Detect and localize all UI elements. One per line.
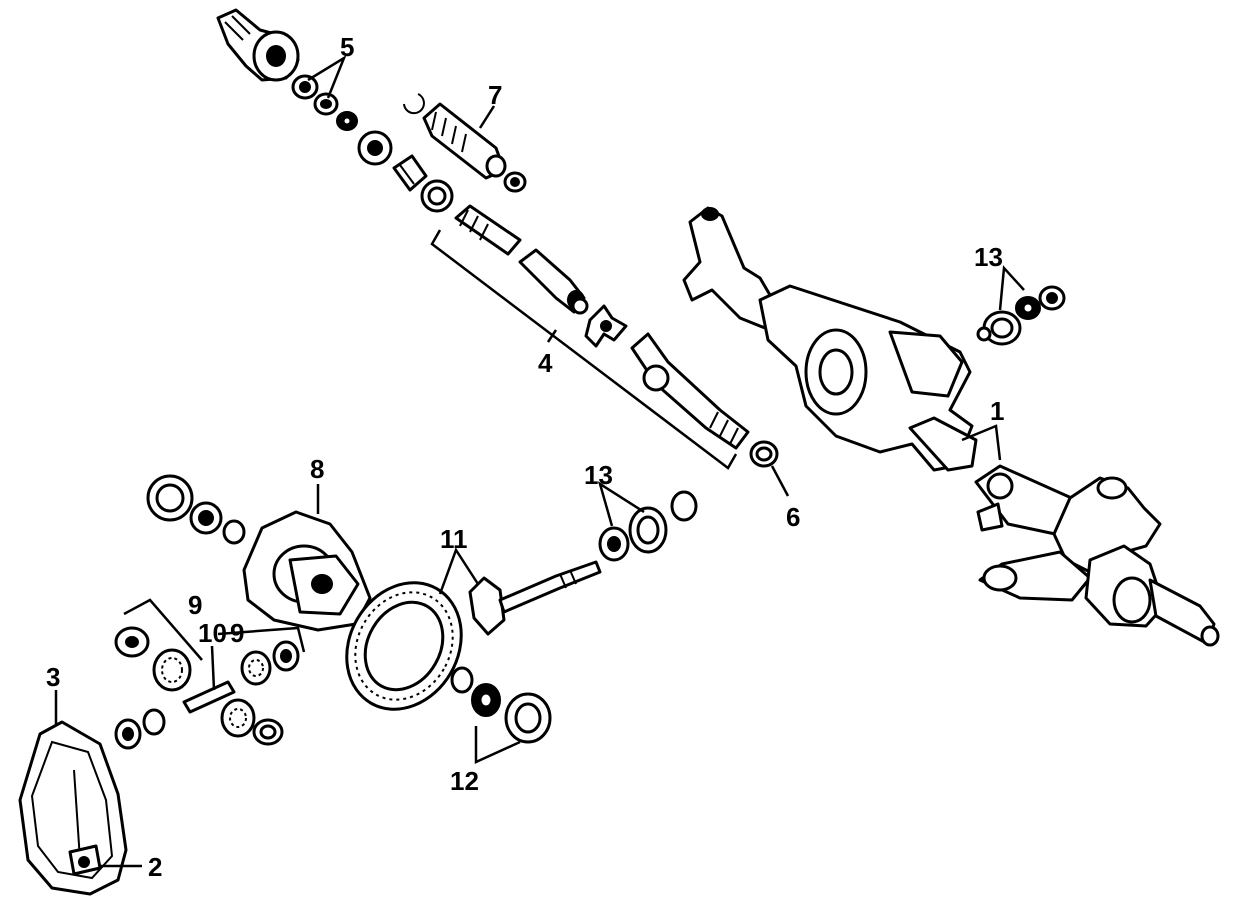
bracket-4 xyxy=(430,229,738,470)
leader-5 xyxy=(307,54,347,99)
callout-6: 6 xyxy=(786,502,800,532)
callout-9a: 9 xyxy=(188,590,202,620)
bearing-5-lower xyxy=(336,111,358,131)
spider-gear-lower xyxy=(114,698,284,750)
spacer-7 xyxy=(503,171,527,193)
callout-13a: 13 xyxy=(974,242,1003,272)
callout-10: 10 xyxy=(198,618,227,648)
bearing-5-middle xyxy=(313,92,339,116)
leader-4 xyxy=(546,329,558,343)
outer-axle-stub xyxy=(216,8,300,82)
callout-3: 3 xyxy=(46,662,60,692)
pinion-bearing-13 xyxy=(598,490,698,562)
bracket-9a xyxy=(123,598,203,661)
steering-knuckle xyxy=(978,476,1220,647)
leader-1 xyxy=(961,424,1002,461)
callout-9b: 9 xyxy=(230,618,244,648)
side-gear-washer xyxy=(114,626,150,658)
ring-gear xyxy=(345,581,463,711)
callout-4: 4 xyxy=(538,348,553,378)
callout-8: 8 xyxy=(310,454,324,484)
pinion-gear xyxy=(468,560,602,636)
bearing-13-upper xyxy=(976,285,1066,346)
carrier-bearing-left xyxy=(146,474,246,545)
leader-12 xyxy=(474,726,521,764)
snap-ring-7 xyxy=(403,93,425,115)
leader-10 xyxy=(210,645,216,691)
callout-7: 7 xyxy=(488,80,502,110)
differential-cover-3 xyxy=(18,720,128,896)
seal-ring xyxy=(420,179,454,213)
spider-gear-9b xyxy=(240,640,300,686)
leader-11 xyxy=(438,547,480,595)
bracket-9b xyxy=(217,626,306,653)
callout-11: 11 xyxy=(440,524,468,554)
outer-axle-shaft xyxy=(630,332,750,450)
inner-axle-shaft xyxy=(454,204,586,314)
callout-12: 12 xyxy=(450,766,479,796)
stub-shaft-7 xyxy=(422,102,507,180)
bearing-race xyxy=(357,130,393,166)
seal-6 xyxy=(749,440,779,468)
leader-6 xyxy=(770,465,790,497)
callout-13b: 13 xyxy=(584,460,613,490)
callout-5: 5 xyxy=(340,32,354,62)
universal-joint xyxy=(571,297,628,348)
callout-1: 1 xyxy=(990,396,1004,426)
leader-13b xyxy=(597,481,645,527)
leader-13a xyxy=(998,265,1025,311)
pinion-bearing-12 xyxy=(450,666,552,744)
needle-bearing xyxy=(392,154,428,192)
bearing-5-upper xyxy=(291,74,319,100)
differential-case-8 xyxy=(242,510,372,632)
leader-7 xyxy=(478,105,496,129)
side-gear-9a xyxy=(152,648,192,692)
axle-housing xyxy=(682,206,1092,540)
callout-2: 2 xyxy=(148,852,162,882)
